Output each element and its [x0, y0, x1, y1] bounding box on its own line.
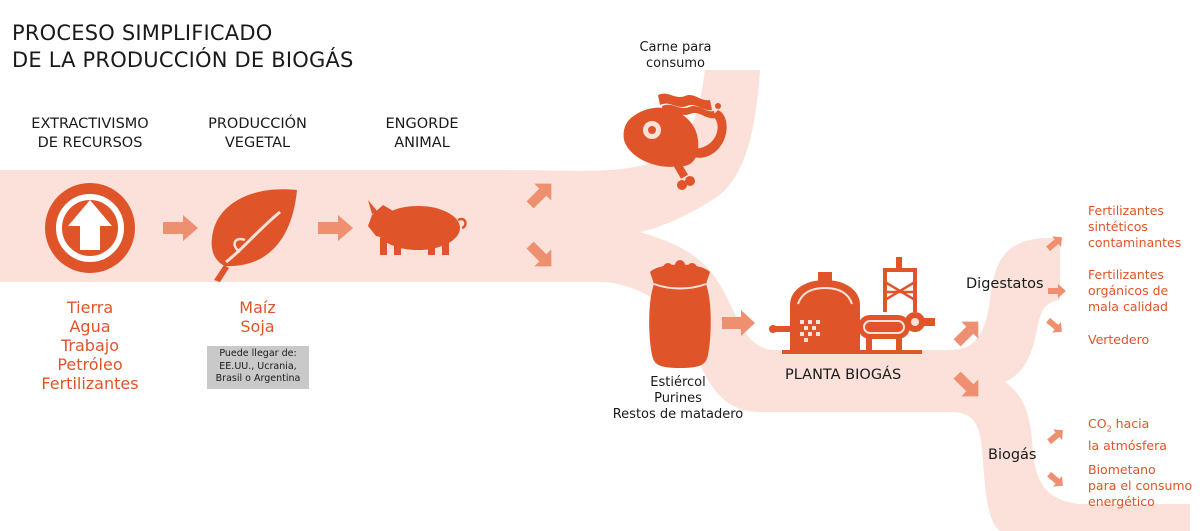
sausage-icon — [692, 103, 727, 158]
diagram-title: PROCESO SIMPLIFICADO DE LA PRODUCCIÓN DE… — [12, 20, 354, 74]
output-landfill: Vertedero — [1088, 332, 1150, 347]
title-line-2: DE LA PRODUCCIÓN DE BIOGÁS — [12, 48, 354, 72]
biogas-plant-label: PLANTA BIOGÁS — [785, 367, 902, 383]
meat-label: Carne para consumo — [639, 40, 712, 71]
output-synthetic-fertilizers: Fertilizantes sintéticos contaminantes — [1088, 203, 1182, 250]
flow-arrow-down-right — [526, 241, 552, 267]
biogas-label: Biogás — [988, 447, 1037, 463]
title-line-1: PROCESO SIMPLIFICADO — [12, 21, 273, 45]
output-arrow-landfill — [1046, 317, 1062, 333]
stage-heading-crops: PRODUCCIÓN VEGETAL — [208, 116, 307, 151]
flow-arrow-up-right — [526, 183, 552, 209]
ham-icon — [623, 107, 699, 190]
resource-list: Tierra Agua Trabajo Petróleo Fertilizant… — [30, 298, 150, 393]
waste-label: Estiércol Purines Restos de matadero — [612, 375, 744, 422]
resource-item: Fertilizantes — [41, 374, 139, 393]
flow-arrow-biogas — [953, 371, 979, 397]
flow-arrow-1 — [163, 215, 198, 241]
resource-item: Agua — [69, 317, 111, 336]
resource-item: Tierra — [66, 298, 114, 317]
output-organic-fertilizers: Fertilizantes orgánicos de mala calidad — [1088, 267, 1169, 314]
digestates-label: Digestatos — [966, 276, 1044, 292]
flow-arrow-digestates — [953, 321, 979, 347]
crop-item: Maíz — [239, 298, 276, 317]
origin-note: Puede llegar de: EE.UU., Ucrania, Brasil… — [207, 346, 309, 389]
crop-list: Maíz Soja — [210, 298, 305, 336]
pig-icon — [368, 200, 467, 255]
bacon-icon — [658, 93, 715, 119]
output-co2: CO2 hacia la atmósfera — [1088, 416, 1167, 453]
stage-heading-livestock: ENGORDE ANIMAL — [385, 116, 459, 151]
flow-band-plant — [790, 238, 1190, 531]
resource-item: Trabajo — [61, 336, 119, 355]
output-arrow-synthetic — [1046, 236, 1062, 252]
leaf-icon — [211, 189, 297, 282]
resource-item: Petróleo — [57, 355, 123, 374]
output-arrow-organic — [1048, 284, 1066, 298]
biogas-plant-icon — [769, 257, 935, 354]
flow-arrow-to-plant — [722, 310, 755, 336]
up-arrow-circle-icon — [45, 183, 135, 273]
output-arrow-co2 — [1047, 429, 1063, 445]
crop-item: Soja — [240, 317, 275, 336]
output-biomethane: Biometano para el consumo energético — [1088, 462, 1193, 509]
sack-icon — [649, 260, 711, 368]
output-arrow-biomethane — [1047, 471, 1063, 487]
stage-heading-extraction: EXTRACTIVISMO DE RECURSOS — [31, 116, 149, 151]
flow-arrow-2 — [318, 215, 353, 241]
